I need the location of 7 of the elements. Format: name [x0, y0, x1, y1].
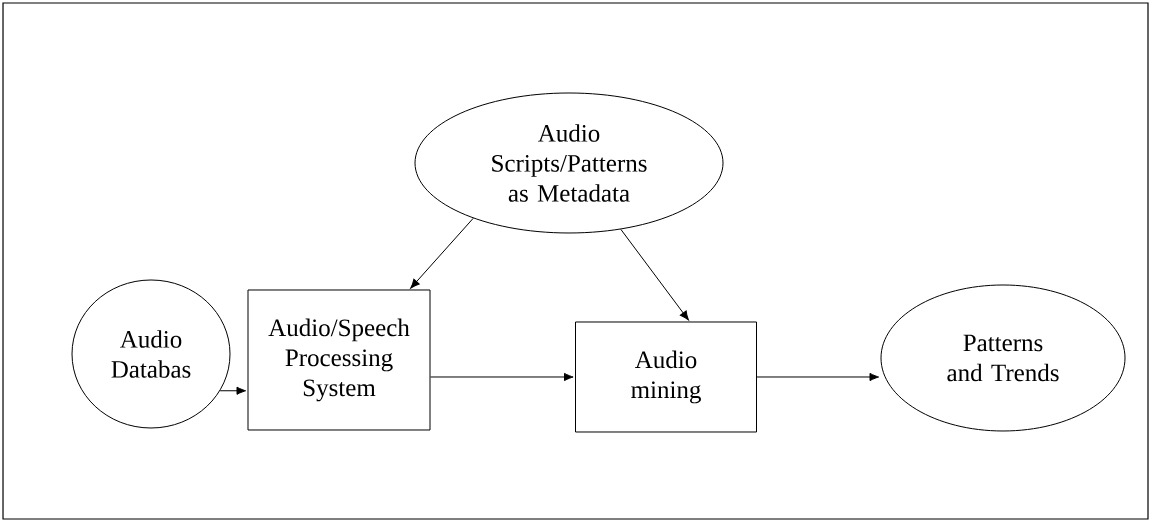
process-box: Audio mining	[575, 321, 757, 433]
process-box: Audio/Speech Processing System	[247, 289, 431, 431]
arrow	[756, 372, 880, 382]
arrow	[430, 372, 574, 382]
arrow	[219, 386, 247, 395]
arrow	[620, 228, 689, 321]
arrow	[410, 217, 474, 289]
